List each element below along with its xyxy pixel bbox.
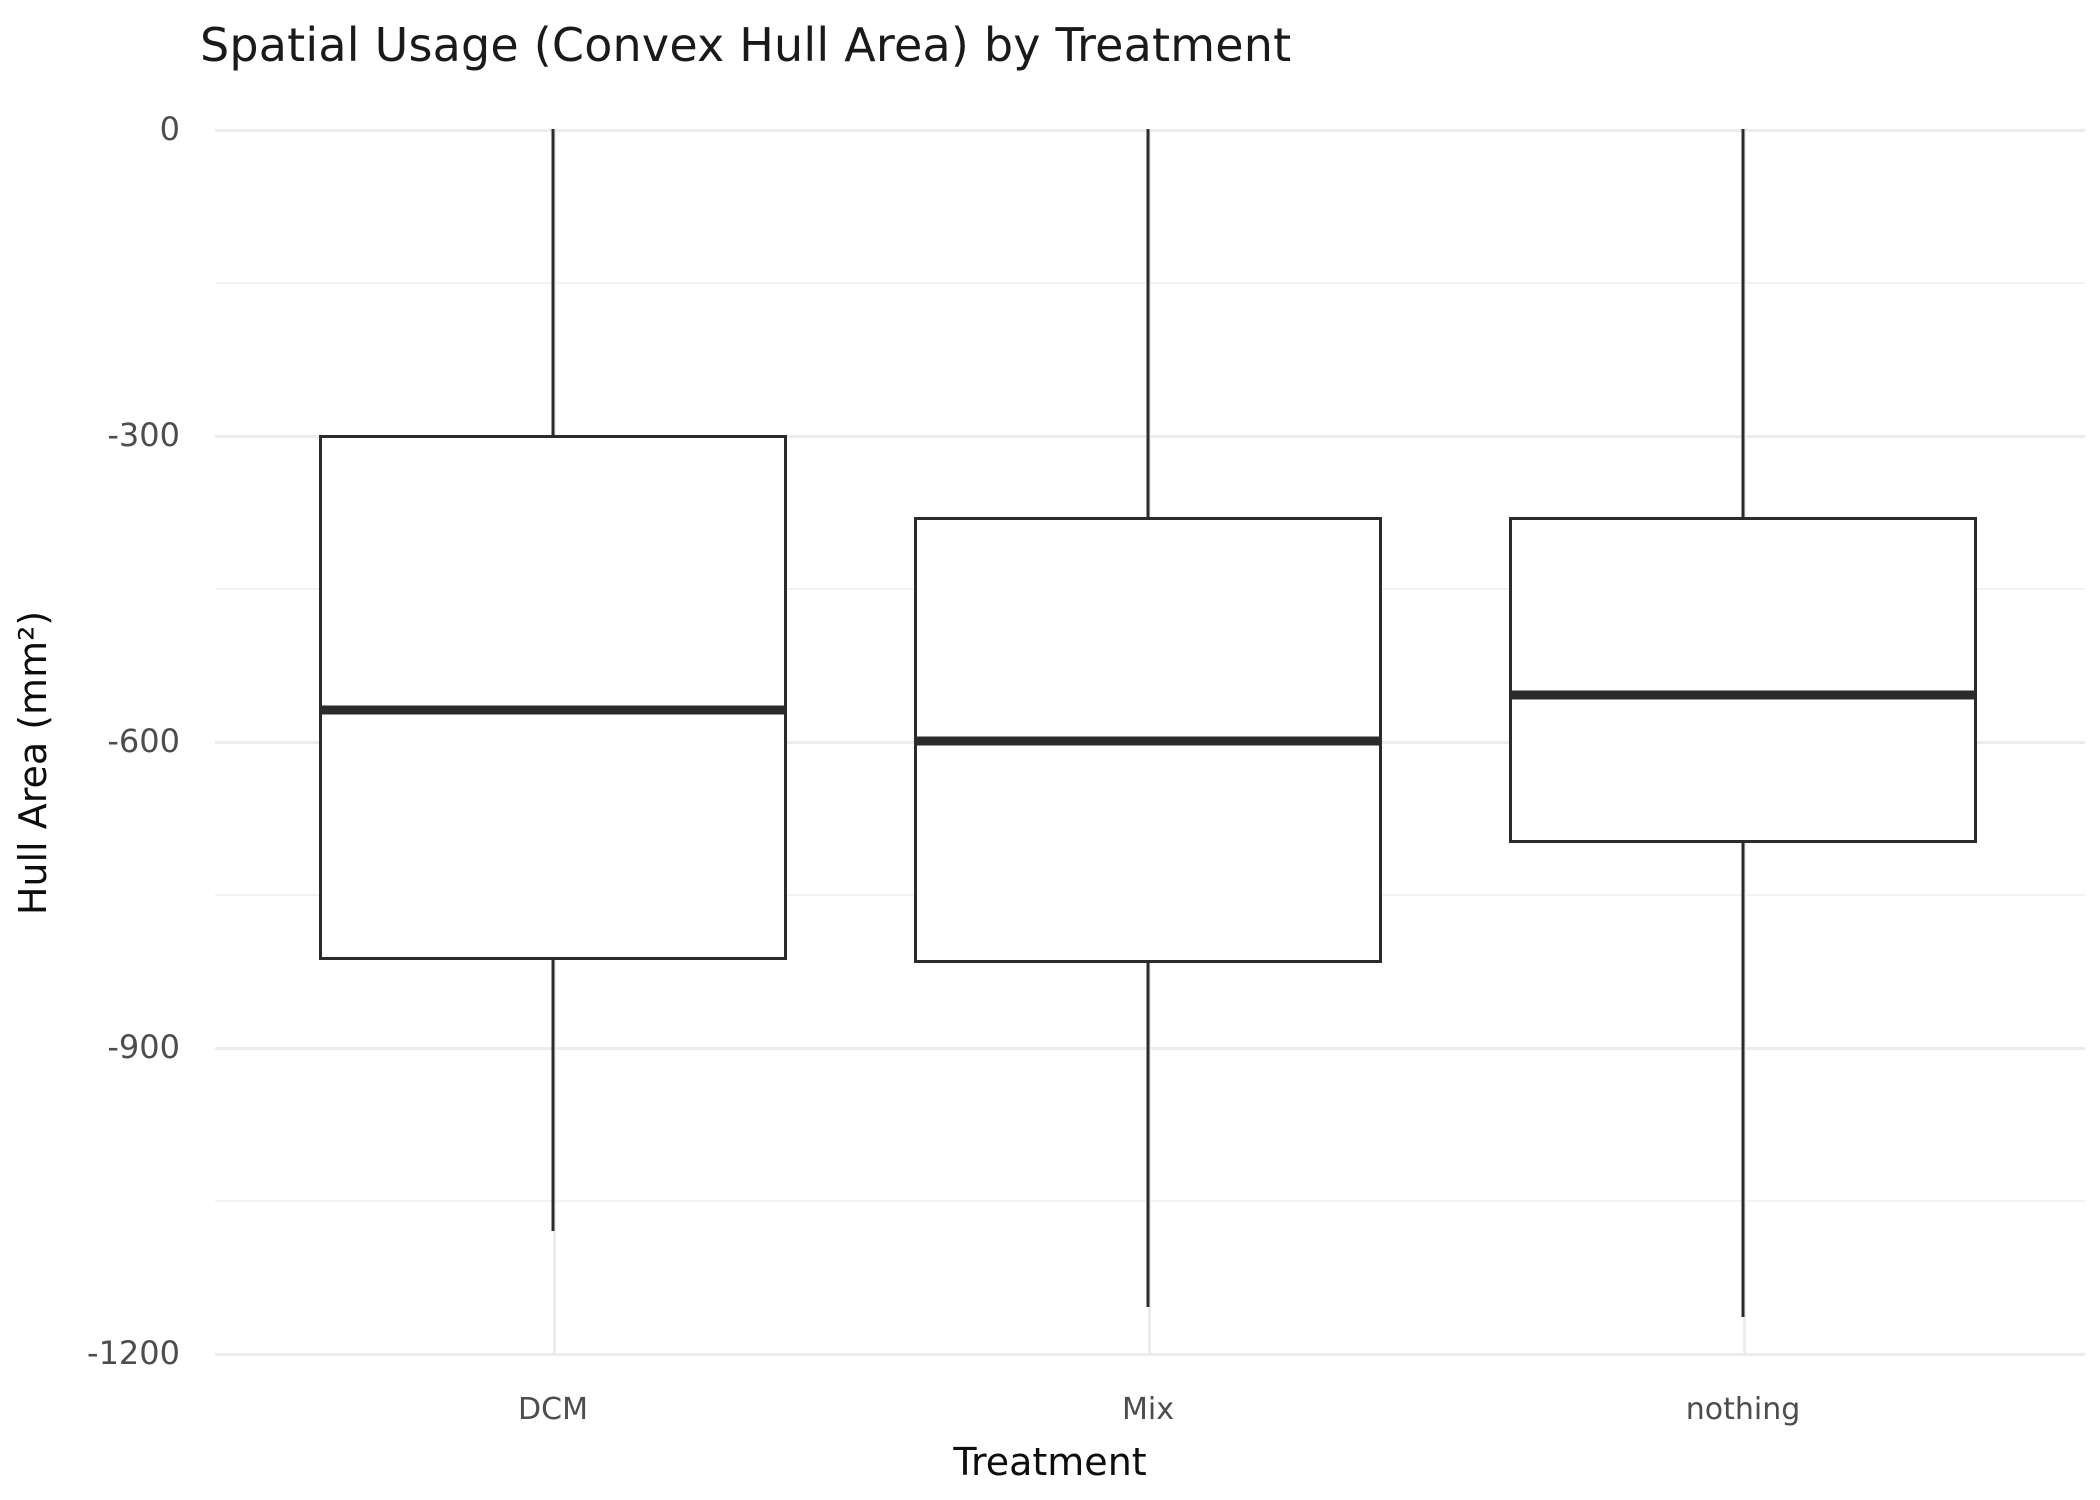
whisker-lower-dcm bbox=[551, 960, 555, 1231]
x-tick-label-nothing: nothing bbox=[1685, 1392, 1801, 1427]
x-tick-label-dcm: DCM bbox=[518, 1392, 588, 1427]
whisker-upper-dcm bbox=[551, 129, 555, 435]
whisker-upper-mix bbox=[1146, 129, 1150, 517]
x-axis-title: Treatment bbox=[953, 1440, 1147, 1484]
y-axis-title: Hull Area (mm²) bbox=[11, 610, 55, 916]
x-tick-label-mix: Mix bbox=[1122, 1392, 1174, 1427]
box-group-nothing[interactable] bbox=[1509, 129, 1977, 1353]
median-line-mix bbox=[914, 736, 1382, 746]
y-tick-label-1200: -1200 bbox=[87, 1334, 180, 1372]
chart-title: Spatial Usage (Convex Hull Area) by Trea… bbox=[200, 18, 1292, 72]
y-tick-label-900: -900 bbox=[107, 1028, 180, 1066]
box-group-dcm[interactable] bbox=[319, 129, 787, 1353]
median-line-nothing bbox=[1509, 690, 1977, 700]
box-group-mix[interactable] bbox=[914, 129, 1382, 1353]
y-tick-label-0: 0 bbox=[159, 110, 180, 148]
whisker-lower-mix bbox=[1146, 963, 1150, 1308]
gridline-major-1200 bbox=[215, 1353, 2085, 1356]
box-iqr-dcm bbox=[319, 435, 787, 961]
y-tick-label-300: -300 bbox=[107, 416, 180, 454]
y-tick-label-600: -600 bbox=[107, 722, 180, 760]
box-iqr-nothing bbox=[1509, 516, 1977, 843]
plot-panel bbox=[215, 129, 2085, 1356]
whisker-lower-nothing bbox=[1741, 843, 1745, 1318]
whisker-upper-nothing bbox=[1741, 129, 1745, 517]
median-line-dcm bbox=[319, 705, 787, 715]
